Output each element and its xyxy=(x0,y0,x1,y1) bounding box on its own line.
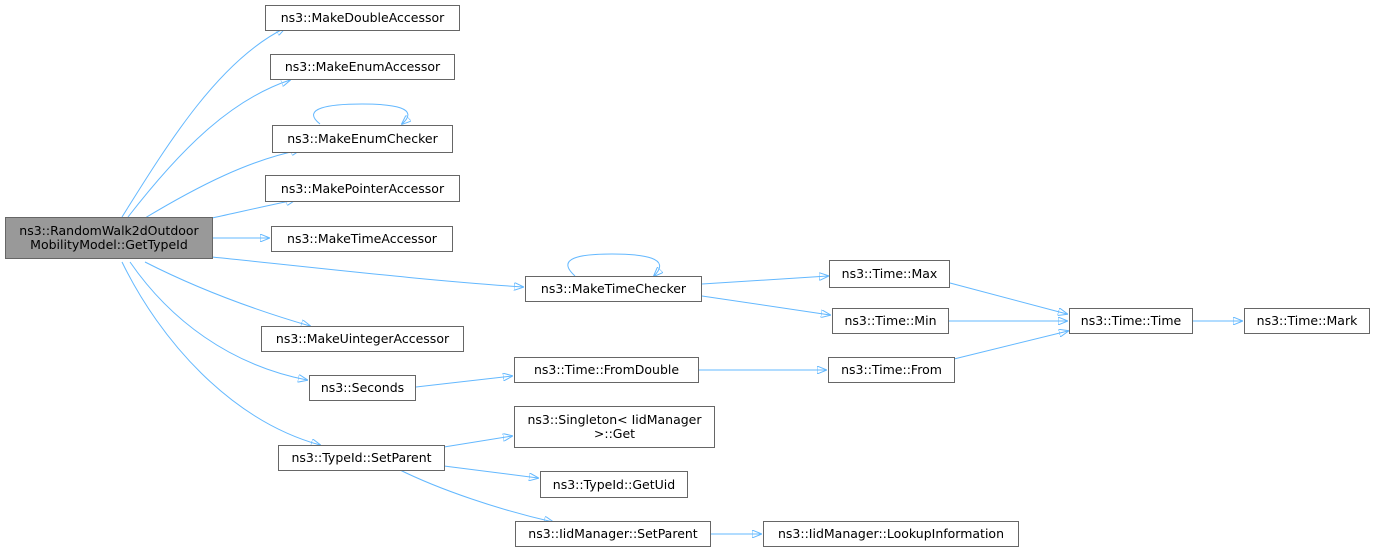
node-time-from-double[interactable]: ns3::Time::FromDouble xyxy=(514,357,699,383)
edge-seconds-to-time-from-double xyxy=(415,376,512,388)
node-time-time[interactable]: ns3::Time::Time xyxy=(1069,308,1193,334)
node-seconds[interactable]: ns3::Seconds xyxy=(309,375,416,401)
edge-time-from-to-time-time xyxy=(953,331,1068,360)
edge-root-to-make-time-checker xyxy=(211,256,523,287)
edge-make-time-checker-to-time-max xyxy=(701,276,828,285)
edge-typeid-set-parent-to-typeid-get-uid xyxy=(443,465,538,478)
node-make-enum-accessor[interactable]: ns3::MakeEnumAccessor xyxy=(270,54,455,80)
node-make-double-accessor[interactable]: ns3::MakeDoubleAccessor xyxy=(265,5,460,31)
edge-root-to-seconds xyxy=(129,261,307,380)
edge-root-to-make-uinteger-accessor xyxy=(144,261,310,326)
node-make-time-accessor[interactable]: ns3::MakeTimeAccessor xyxy=(271,226,453,252)
node-root-gettypeid: ns3::RandomWalk2dOutdoor MobilityModel::… xyxy=(5,217,213,259)
edge-typeid-set-parent-to-singleton-get xyxy=(443,436,512,448)
node-make-enum-checker[interactable]: ns3::MakeEnumChecker xyxy=(272,125,453,153)
node-make-time-checker[interactable]: ns3::MakeTimeChecker xyxy=(525,276,702,302)
node-time-from[interactable]: ns3::Time::From xyxy=(828,357,955,383)
edge-root-to-make-double-accessor xyxy=(121,28,285,218)
node-make-pointer-accessor[interactable]: ns3::MakePointerAccessor xyxy=(265,175,460,202)
edge-make-enum-checker-self xyxy=(313,103,408,124)
node-time-max[interactable]: ns3::Time::Max xyxy=(829,260,950,288)
node-make-uinteger-accessor[interactable]: ns3::MakeUintegerAccessor xyxy=(261,326,464,352)
node-time-min[interactable]: ns3::Time::Min xyxy=(832,308,949,334)
node-singleton-get[interactable]: ns3::Singleton< IidManager >::Get xyxy=(514,406,715,448)
edge-time-max-to-time-time xyxy=(949,282,1067,314)
edge-make-time-checker-to-time-min xyxy=(701,295,830,315)
node-typeid-get-uid[interactable]: ns3::TypeId::GetUid xyxy=(540,471,688,498)
node-time-mark[interactable]: ns3::Time::Mark xyxy=(1244,308,1370,334)
edge-root-to-typeid-set-parent xyxy=(121,261,320,445)
node-iidmanager-set-parent[interactable]: ns3::IidManager::SetParent xyxy=(515,521,711,547)
edge-typeid-set-parent-to-iidmanager-set-parent xyxy=(397,468,553,522)
node-typeid-set-parent[interactable]: ns3::TypeId::SetParent xyxy=(278,445,445,471)
edge-root-to-make-enum-checker xyxy=(144,150,300,219)
edge-root-to-make-enum-accessor xyxy=(127,80,290,218)
node-iidmanager-lookup-information[interactable]: ns3::IidManager::LookupInformation xyxy=(763,521,1019,547)
edge-make-time-checker-self xyxy=(567,253,660,276)
edge-root-to-make-pointer-accessor xyxy=(211,200,295,219)
